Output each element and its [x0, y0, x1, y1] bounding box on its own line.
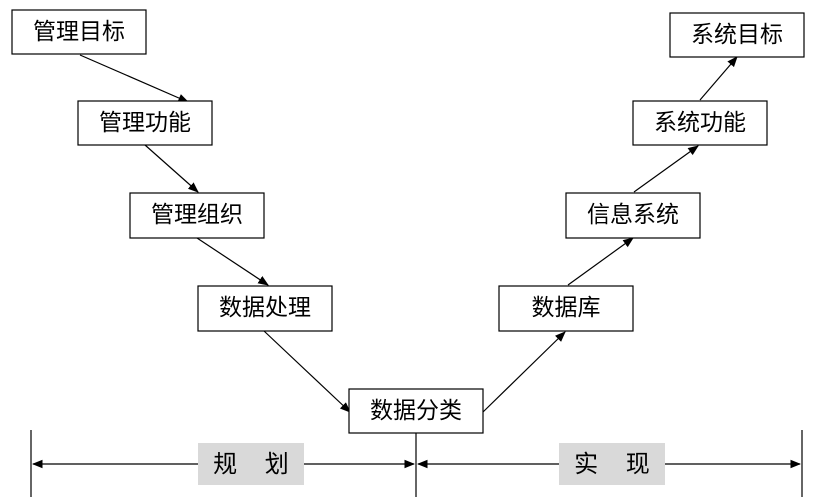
node-information-system: 信息系统 — [565, 192, 701, 239]
node-management-goal: 管理目标 — [11, 9, 147, 55]
edge-database-to-infosystem — [567, 237, 634, 286]
node-label: 管理功能 — [99, 110, 191, 136]
phase-implementation-text: 实 现 — [574, 450, 660, 478]
edges — [79, 54, 738, 413]
phase-planning-text: 规 划 — [213, 450, 299, 478]
edge-classification-to-database — [482, 331, 566, 413]
node-label: 系统目标 — [691, 22, 783, 48]
edge-function-to-organization — [144, 144, 199, 193]
phase-implementation-label: 实 现 — [559, 443, 665, 485]
phase-axis: 规 划 实 现 — [30, 430, 803, 497]
node-label: 系统功能 — [654, 110, 746, 136]
node-label: 数据处理 — [219, 295, 311, 321]
node-management-function: 管理功能 — [77, 100, 213, 146]
edge-processing-to-classification — [263, 330, 351, 413]
phase-planning-label: 规 划 — [198, 443, 304, 485]
edge-sysfunction-to-sysgoal — [699, 56, 738, 101]
edge-infosystem-to-sysfunction — [633, 145, 699, 193]
node-database: 数据库 — [498, 285, 634, 332]
node-management-organization: 管理组织 — [129, 192, 265, 239]
node-system-function: 系统功能 — [632, 100, 768, 146]
node-label: 信息系统 — [587, 202, 679, 228]
node-data-classification: 数据分类 — [348, 388, 484, 434]
node-label: 管理目标 — [33, 19, 125, 45]
edge-goal-to-function — [79, 54, 189, 103]
node-label: 数据库 — [532, 295, 601, 321]
node-label: 管理组织 — [151, 202, 243, 228]
node-system-goal: 系统目标 — [669, 12, 805, 58]
node-data-processing: 数据处理 — [197, 285, 333, 332]
node-label: 数据分类 — [370, 398, 462, 424]
edge-organization-to-processing — [196, 237, 269, 286]
